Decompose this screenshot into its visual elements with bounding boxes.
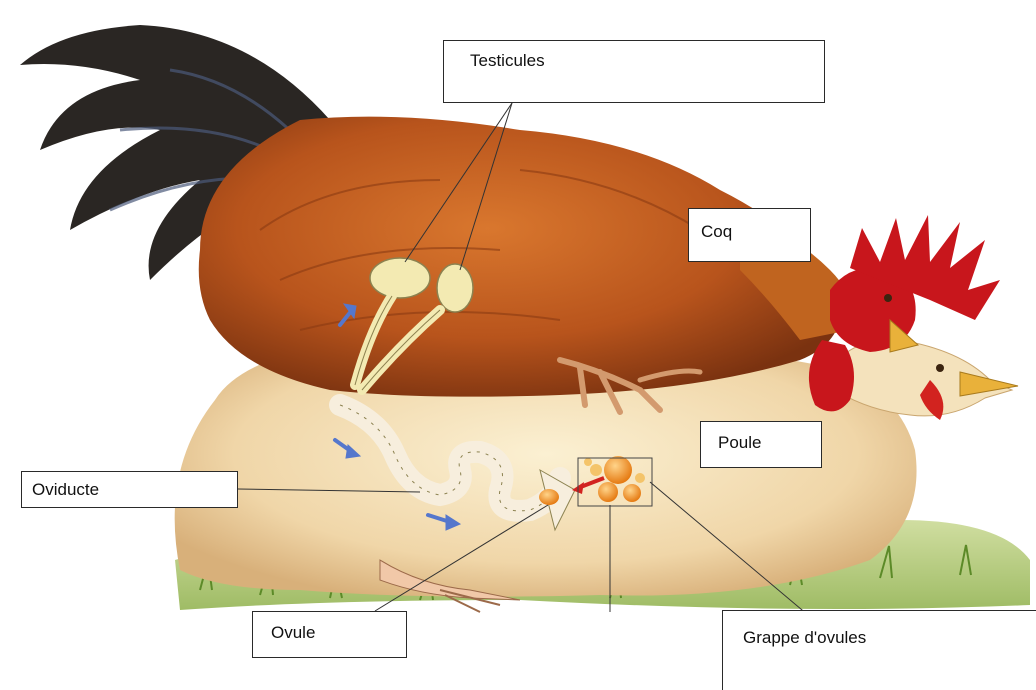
label-poule: Poule	[700, 421, 822, 468]
label-oviducte: Oviducte	[21, 471, 238, 508]
label-testicules: Testicules	[443, 40, 825, 103]
label-ovule-text: Ovule	[271, 624, 315, 641]
label-coq: Coq	[688, 208, 811, 262]
testicle-right	[437, 264, 473, 312]
label-testicules-text: Testicules	[470, 52, 545, 69]
label-grappe-ovules-text: Grappe d'ovules	[743, 629, 866, 646]
label-coq-text: Coq	[701, 223, 732, 240]
ovum	[539, 489, 559, 505]
label-ovule: Ovule	[252, 611, 407, 658]
testicle-left	[370, 258, 430, 298]
label-grappe-ovules: Grappe d'ovules	[722, 610, 1036, 690]
label-oviducte-text: Oviducte	[32, 481, 99, 498]
label-poule-text: Poule	[718, 434, 761, 451]
